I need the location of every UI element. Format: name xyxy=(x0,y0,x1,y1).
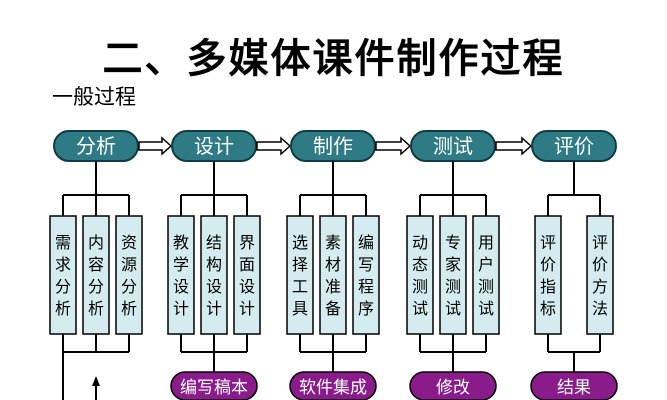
subtask-label: 内容分析 xyxy=(88,233,104,318)
subtask-box xyxy=(534,215,562,335)
subtask-label: 需求分析 xyxy=(55,233,71,318)
flow-arrow xyxy=(375,136,412,156)
flow-arrow xyxy=(495,136,533,156)
subtask-label: 选择工具 xyxy=(292,233,308,318)
subtask-label: 界面设计 xyxy=(239,233,255,318)
stage-label: 设计 xyxy=(194,134,234,158)
subtask-label: 动态测试 xyxy=(412,233,428,318)
subtask-box xyxy=(233,215,261,335)
subtask-label: 评价指标 xyxy=(540,233,556,318)
subtask-box xyxy=(586,215,614,335)
page-title: 二、多媒体课件制作过程 xyxy=(102,36,565,82)
subtask-label: 编写程序 xyxy=(358,233,374,318)
subtask-label: 评价方法 xyxy=(592,233,608,318)
subtask-label: 素材准备 xyxy=(325,233,341,318)
flow-arrow xyxy=(138,136,173,156)
section-subtitle: 一般过程 xyxy=(52,85,136,109)
stage-label: 制作 xyxy=(313,134,353,158)
flow-arrow xyxy=(256,136,292,156)
subtask-label: 结构设计 xyxy=(206,233,222,318)
stage-label: 测试 xyxy=(433,134,473,158)
result-label: 编写稿本 xyxy=(180,378,248,398)
result-label: 软件集成 xyxy=(299,378,367,398)
subtask-label: 教学设计 xyxy=(173,233,189,318)
stage-label: 分析 xyxy=(76,134,116,158)
result-label: 结果 xyxy=(557,378,591,398)
stage-label: 评价 xyxy=(554,134,594,158)
subtask-label: 资源分析 xyxy=(121,233,137,318)
result-label: 修改 xyxy=(436,378,470,398)
subtask-label: 用户测试 xyxy=(478,233,494,318)
subtask-box xyxy=(319,215,347,335)
subtask-box xyxy=(200,215,228,335)
subtask-label: 专家测试 xyxy=(445,233,461,318)
